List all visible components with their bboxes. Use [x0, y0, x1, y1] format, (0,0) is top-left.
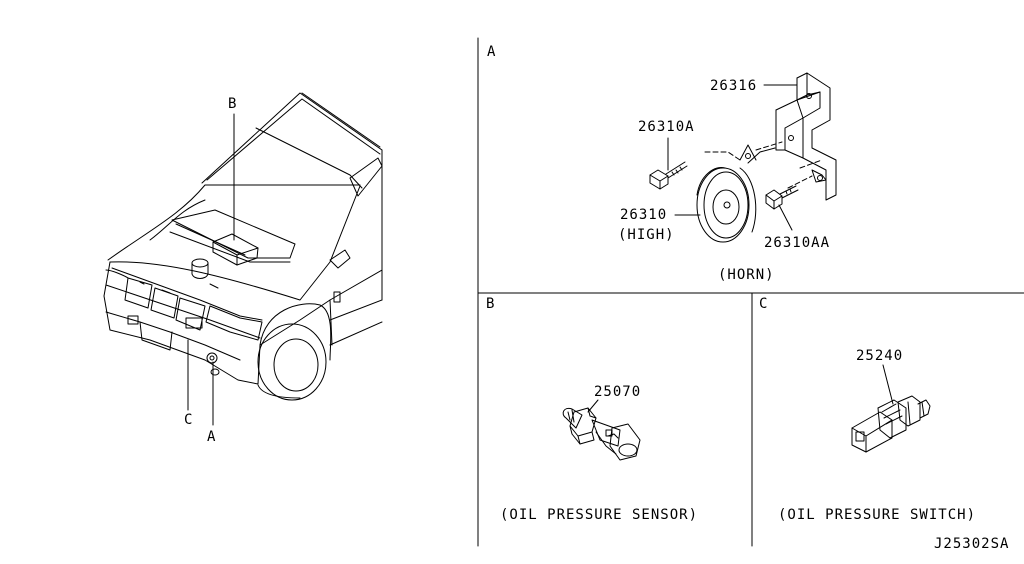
callout-b: B — [228, 96, 238, 112]
callout-c: C — [184, 412, 194, 428]
switch-caption: (OIL PRESSURE SWITCH) — [778, 507, 977, 523]
vehicle-illustration — [104, 93, 382, 425]
panel-a-letter: A — [487, 44, 497, 60]
horn-high-note: (HIGH) — [618, 227, 675, 243]
part-number-switch: 25240 — [856, 348, 904, 364]
horn-assembly — [650, 73, 836, 242]
panel-frame — [478, 38, 1024, 546]
panel-c-letter: C — [759, 296, 769, 312]
drawing-code: J25302SA — [934, 536, 1010, 552]
part-number-bracket: 26316 — [710, 78, 758, 94]
part-number-sensor: 25070 — [594, 384, 642, 400]
part-number-bolt-left: 26310A — [638, 119, 695, 135]
oil-pressure-sensor — [563, 400, 640, 460]
oil-pressure-switch — [852, 365, 930, 452]
horn-caption: (HORN) — [718, 267, 775, 283]
part-number-horn-high: 26310 — [620, 207, 668, 223]
panel-b-letter: B — [486, 296, 496, 312]
sensor-caption: (OIL PRESSURE SENSOR) — [500, 507, 699, 523]
part-number-bolt-right: 26310AA — [764, 235, 831, 251]
callout-a: A — [207, 429, 217, 445]
